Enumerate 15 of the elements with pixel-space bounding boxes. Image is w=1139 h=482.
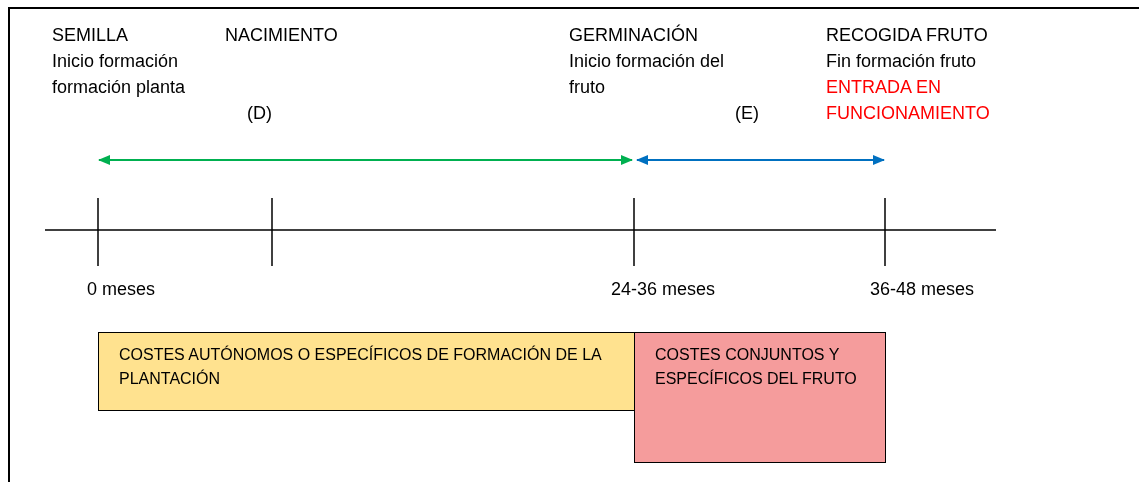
cost-box: COSTES CONJUNTOS Y ESPECÍFICOS DEL FRUTO xyxy=(634,332,886,463)
time-label: 0 meses xyxy=(87,278,156,301)
time-label: 36-48 meses xyxy=(870,278,975,301)
time-label: 24-36 meses xyxy=(611,278,716,301)
period-label: (E) xyxy=(735,102,759,125)
stage-title: NACIMIENTO xyxy=(225,24,338,47)
stage-title: GERMINACIÓN xyxy=(569,23,698,47)
period-label: (D) xyxy=(247,102,272,125)
stage-description: Inicio formación del fruto xyxy=(569,50,726,99)
stage-title: RECOGIDA FRUTO xyxy=(826,24,988,47)
milestone-note: ENTRADA EN FUNCIONAMIENTO xyxy=(826,76,991,125)
cost-box: COSTES AUTÓNOMOS O ESPECÍFICOS DE FORMACIÓN DE LA PLANTACIÓN xyxy=(98,332,635,411)
stage-description: Fin formación fruto xyxy=(826,50,977,73)
stage-description: Inicio formación formación planta xyxy=(52,50,187,99)
stage-title: SEMILLA xyxy=(52,24,129,47)
